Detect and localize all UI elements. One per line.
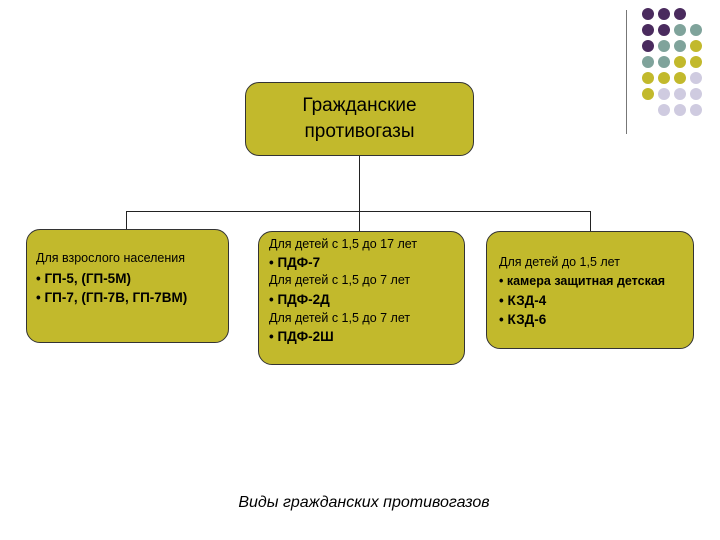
children-item-3: • ПДФ-2Ш xyxy=(269,329,334,344)
adults-item-1: • ГП-5, (ГП-5М) xyxy=(36,271,131,286)
adults-label: Для взрослого населения xyxy=(36,251,186,265)
adults-box: Для взрослого населения • ГП-5, (ГП-5М) … xyxy=(26,229,229,343)
connector-left xyxy=(126,211,127,230)
decorative-dot xyxy=(690,40,702,52)
title-text: Гражданские противогазы xyxy=(302,95,417,142)
children-label-3: Для детей с 1,5 до 7 лет xyxy=(269,311,411,325)
decorative-dot xyxy=(690,72,702,84)
decorative-dot xyxy=(674,104,686,116)
children-label-1: Для детей с 1,5 до 17 лет xyxy=(269,237,418,251)
connector-trunk xyxy=(359,156,360,212)
connector-right xyxy=(590,211,591,232)
infants-item-1: • камера защитная детская xyxy=(499,274,666,288)
decorative-dot xyxy=(658,72,670,84)
infants-item-3: • КЗД-6 xyxy=(499,312,547,327)
decorative-dot xyxy=(690,88,702,100)
decorative-dot xyxy=(642,56,654,68)
decorative-dot xyxy=(690,56,702,68)
infants-item-2: • КЗД-4 xyxy=(499,293,547,308)
connector-horizontal xyxy=(126,211,591,212)
connector-middle xyxy=(359,211,360,232)
decorative-dot xyxy=(658,104,670,116)
decorative-dot xyxy=(642,8,654,20)
decorative-dot xyxy=(674,8,686,20)
decorative-dot xyxy=(674,72,686,84)
decorative-dot xyxy=(642,40,654,52)
decorative-dot xyxy=(658,24,670,36)
decorative-dot xyxy=(674,56,686,68)
decorative-dot xyxy=(674,88,686,100)
adults-item-2: • ГП-7, (ГП-7В, ГП-7ВМ) xyxy=(36,290,188,305)
decorative-dot xyxy=(658,8,670,20)
decorative-dot xyxy=(658,56,670,68)
children-label-2: Для детей с 1,5 до 7 лет xyxy=(269,273,411,287)
children-item-2: • ПДФ-2Д xyxy=(269,292,330,307)
decorative-dot xyxy=(642,72,654,84)
title-box: Гражданские противогазы xyxy=(245,82,474,156)
slide-caption: Виды гражданских противогазов xyxy=(238,494,490,511)
decorative-dot xyxy=(642,88,654,100)
decorative-dot xyxy=(674,24,686,36)
children-box: Для детей с 1,5 до 17 лет • ПДФ-7 Для де… xyxy=(258,231,465,365)
decorative-dot xyxy=(658,40,670,52)
infants-label: Для детей до 1,5 лет xyxy=(499,255,620,269)
decorative-vertical-line xyxy=(626,10,627,134)
decorative-dot xyxy=(658,88,670,100)
decorative-dot-grid xyxy=(642,8,720,118)
infants-box: Для детей до 1,5 лет • камера защитная д… xyxy=(486,231,694,349)
decorative-dot xyxy=(690,24,702,36)
decorative-dot xyxy=(674,40,686,52)
decorative-dot xyxy=(690,104,702,116)
children-item-1: • ПДФ-7 xyxy=(269,255,321,270)
decorative-dot xyxy=(642,24,654,36)
